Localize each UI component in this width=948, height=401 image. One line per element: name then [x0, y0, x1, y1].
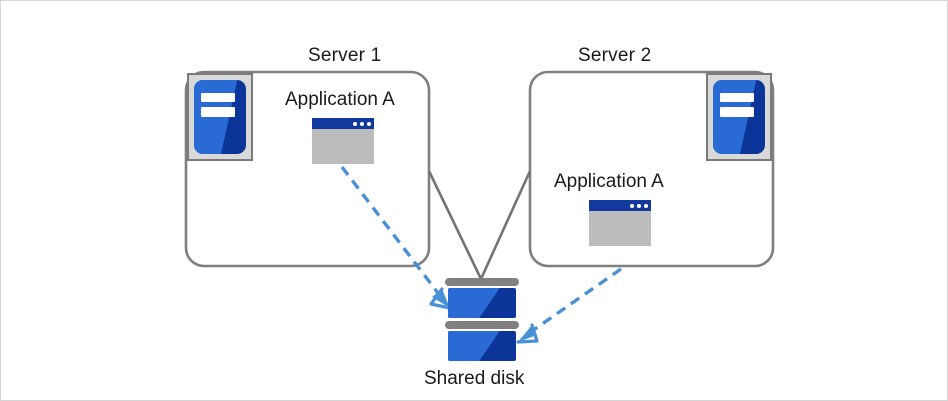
- server-icon-bar-2: [720, 107, 754, 117]
- window-dot-3: [367, 121, 371, 126]
- server-icon-bar-1: [201, 92, 235, 103]
- server-2-box[interactable]: [528, 70, 775, 268]
- dashed-arrow-app1-to-disk: [340, 165, 452, 310]
- server-2-label: Server 2: [578, 45, 652, 66]
- shared-disk-label: Shared disk: [424, 368, 525, 389]
- window-dot-2: [637, 203, 641, 208]
- window-dot-1: [630, 203, 634, 208]
- dashed-arrow-app2-to-disk: [516, 267, 622, 344]
- server-1-box[interactable]: [184, 70, 431, 268]
- window-titlebar: [589, 200, 651, 211]
- server-2-machine-icon: [706, 73, 772, 161]
- server-1-machine-icon: [187, 73, 253, 161]
- server-1-label: Server 1: [308, 45, 382, 66]
- disk-cap: [445, 321, 519, 329]
- connector-server-1-to-disk: [427, 170, 483, 280]
- window-titlebar: [312, 118, 374, 129]
- server-1-application-window-icon[interactable]: [312, 118, 374, 164]
- connector-server-2-to-disk: [479, 170, 532, 280]
- disk-plate: [448, 288, 516, 318]
- shared-disk-unit-2: [445, 321, 519, 361]
- disk-plate: [448, 331, 516, 361]
- window-dot-1: [353, 121, 357, 126]
- shared-disk-unit-1: [445, 278, 519, 318]
- server-2-application-label: Application A: [554, 171, 664, 192]
- window-dot-2: [360, 121, 364, 126]
- server-icon-body: [713, 80, 765, 154]
- server-icon-body: [194, 80, 246, 154]
- server-icon-bar-2: [201, 107, 235, 117]
- server-2-application-window-icon[interactable]: [589, 200, 651, 246]
- disk-cap: [445, 278, 519, 286]
- server-icon-bar-1: [720, 92, 754, 103]
- server-1-application-label: Application A: [285, 89, 395, 110]
- window-dot-3: [644, 203, 648, 208]
